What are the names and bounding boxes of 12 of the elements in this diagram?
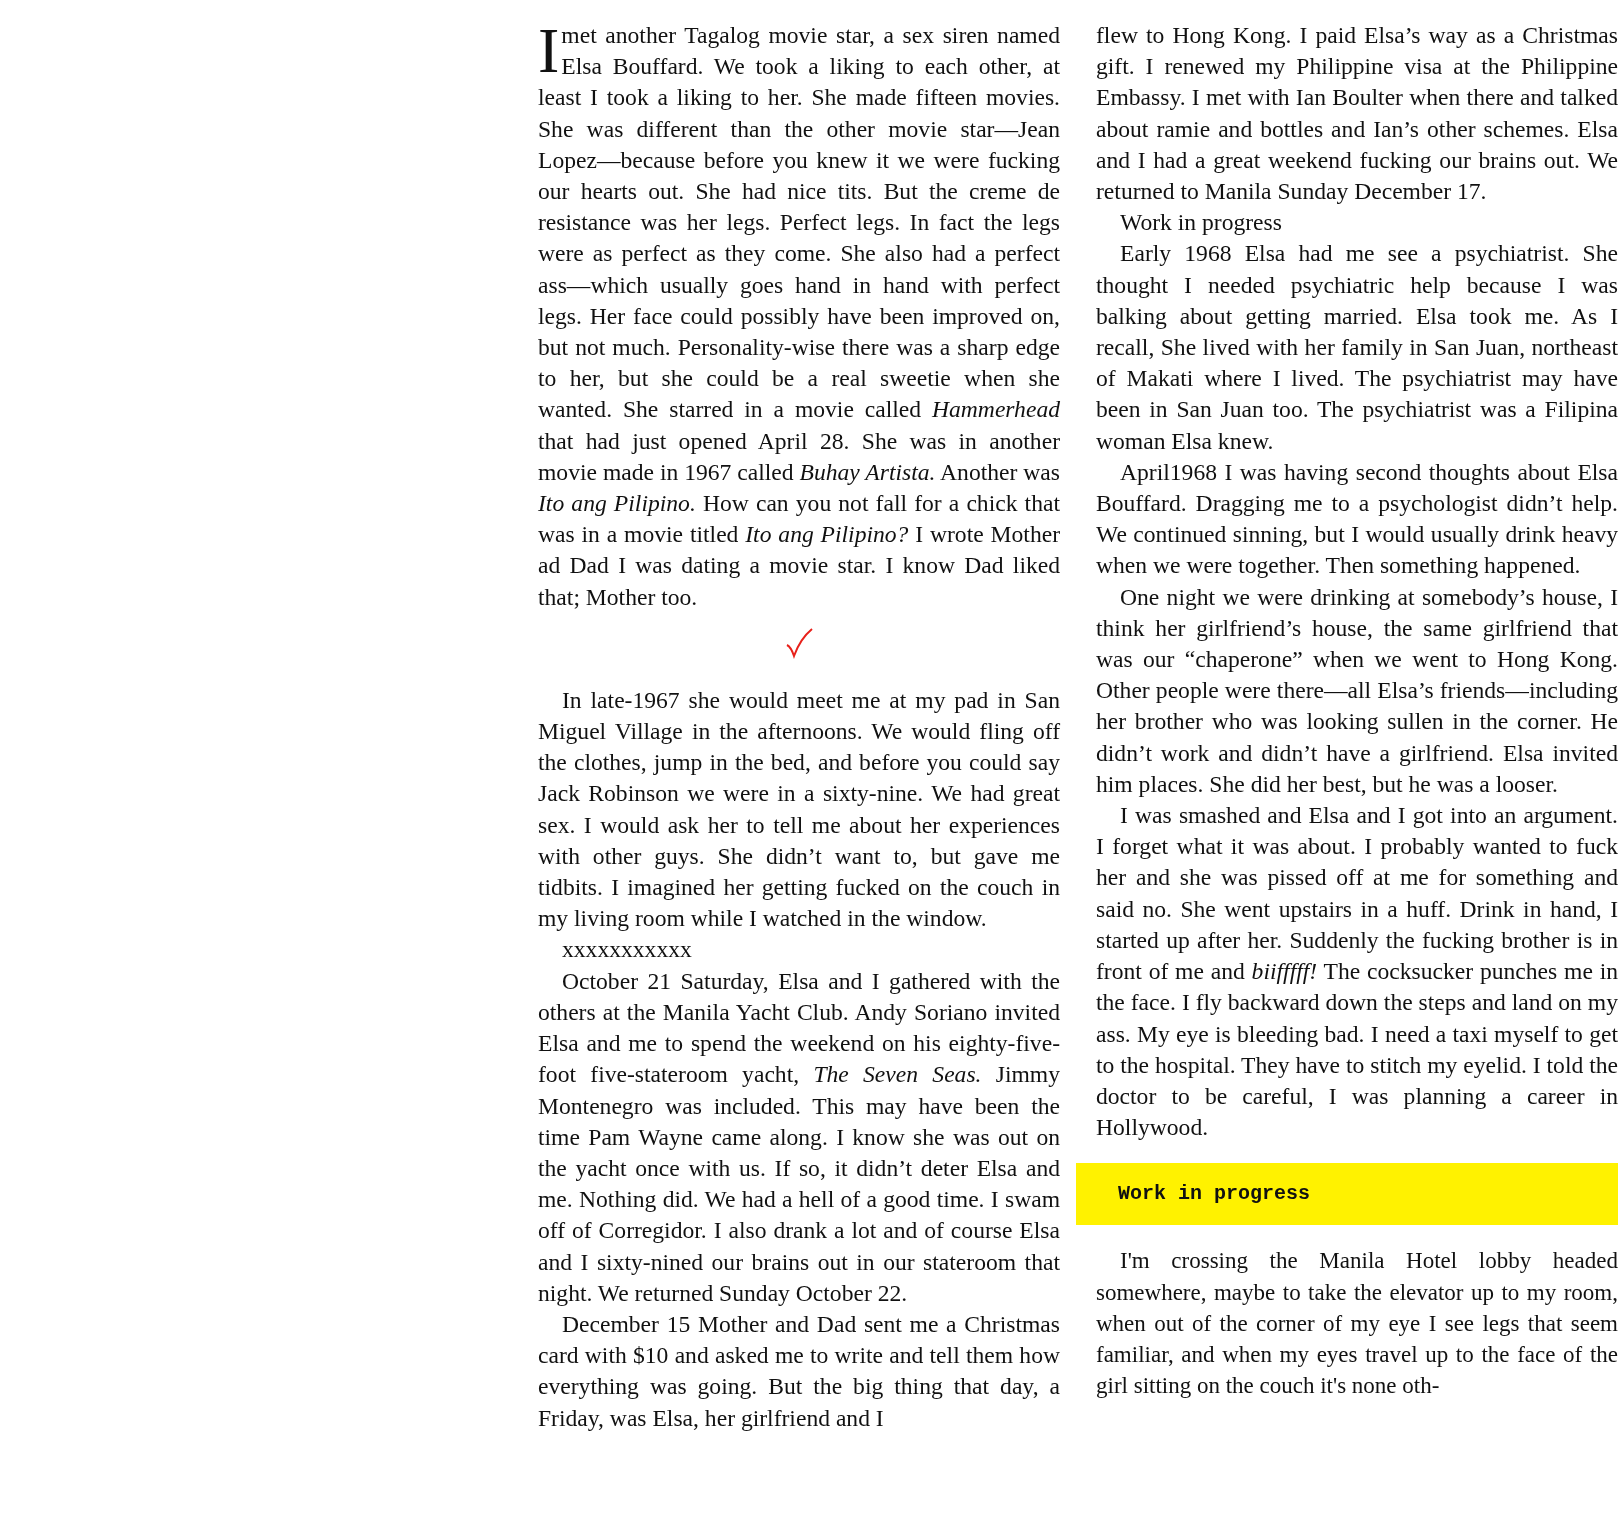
paragraph: Work in progress: [1119, 208, 1283, 238]
heading-banner: Work in progress: [1076, 1163, 1618, 1226]
paragraph: October 21 Saturday, Elsa and I gathered with the others at the Manila Yacht Club. Andy Soriano invited Elsa and me to spend the weekend on his eighty-five-foot five-stateroom yacht, The Seven Seas. Jimmy Montenegro was included. This may have been the time Pam Wayne came along. I know she was out on the yacht once with us. If so, it didn’t deter Elsa and me. Nothing did. We had a hell of a good time. I swam off of Corregidor. I also drank a lot and of course Elsa and I sixty-nined our brains out in our stateroom that night. We returned Sunday October 22.: [538, 966, 1060, 1308]
paragraph: flew to Hong Kong. I paid Elsa’s way as a Christmas gift. I renewed my Philippine visa at the Philippine Embassy. I met with Ian Boulter when there and talked about ramie and bottles and Ian’s other schemes. Elsa and I had a great weekend fucking our brains out. We returned to Manila Sunday December 17.: [1096, 21, 1618, 206]
paragraph: April1968 I was having second thoughts about Elsa Bouffard. Dragging me to a psychologist didn’t help. We continued sinning, but I would usually drink heavy when we were together. Then something happened.: [1096, 457, 1618, 581]
paragraph: December 15 Mother and Dad sent me a Christmas card with $10 and asked me to write and tell them how everything was going. But the big thing that day, a Friday, was Elsa, her girlfriend and I: [538, 1309, 1060, 1433]
paragraph: Early 1968 Elsa had me see a psychiatrist. She thought I needed psychiatric help because I was balking about getting married. Elsa took me. As I recall, She lived with her family in San Juan, northeast of Makati where I lived. The psychiatrist may have been in San Juan too. The psychiatrist was a Filipina woman Elsa knew.: [1096, 239, 1618, 456]
paragraph: I'm crossing the Manila Hotel lobby headed somewhere, maybe to take the elevator up to my room, when out of the corner of my eye I see legs that seem familiar, and when my eyes travel up to the face of the girl sitting on the couch it's none oth-: [1096, 1247, 1618, 1401]
paragraph: I was smashed and Elsa and I got into an argument. I forget what it was about. I probably wanted to fuck her and she was pissed off at me for something and said no. She went upstairs in a huff. Drink in hand, I started up after her. Suddenly the fucking brother is in front of me and biifffff! The cocksucker punches me in the face. I fly backward down the steps and land on my ass. My eye is bleeding bad. I need a taxi myself to get to the hospital. They have to stitch my eyelid. I told the doctor to be careful, I was planning a career in Hollywood.: [1096, 801, 1618, 1143]
paragraph: In late-1967 she would meet me at my pad in San Miguel Village in the afternoons. We would fling off the clothes, jump in the bed, and before you could say Jack Robinson we were in a sixty-nine. We had great sex. I would ask her to tell me about her experiences with other guys. She didn’t want to, but gave me tidbits. I imagined her getting fucked on the couch in my living room while I watched in the window.: [538, 685, 1060, 934]
paragraph: xxxxxxxxxxx: [561, 935, 693, 965]
paragraph: One night we were drinking at somebody’s house, I think her girlfriend’s house, the same girlfriend that was our “chaperone” when we went to Hong Kong. Other people were there—all Elsa’s friends—including her brother who was looking sullen in the corner. He didn’t work and didn’t have a girlfriend. Elsa invited him places. She did her best, but he was a looser.: [1096, 582, 1618, 799]
